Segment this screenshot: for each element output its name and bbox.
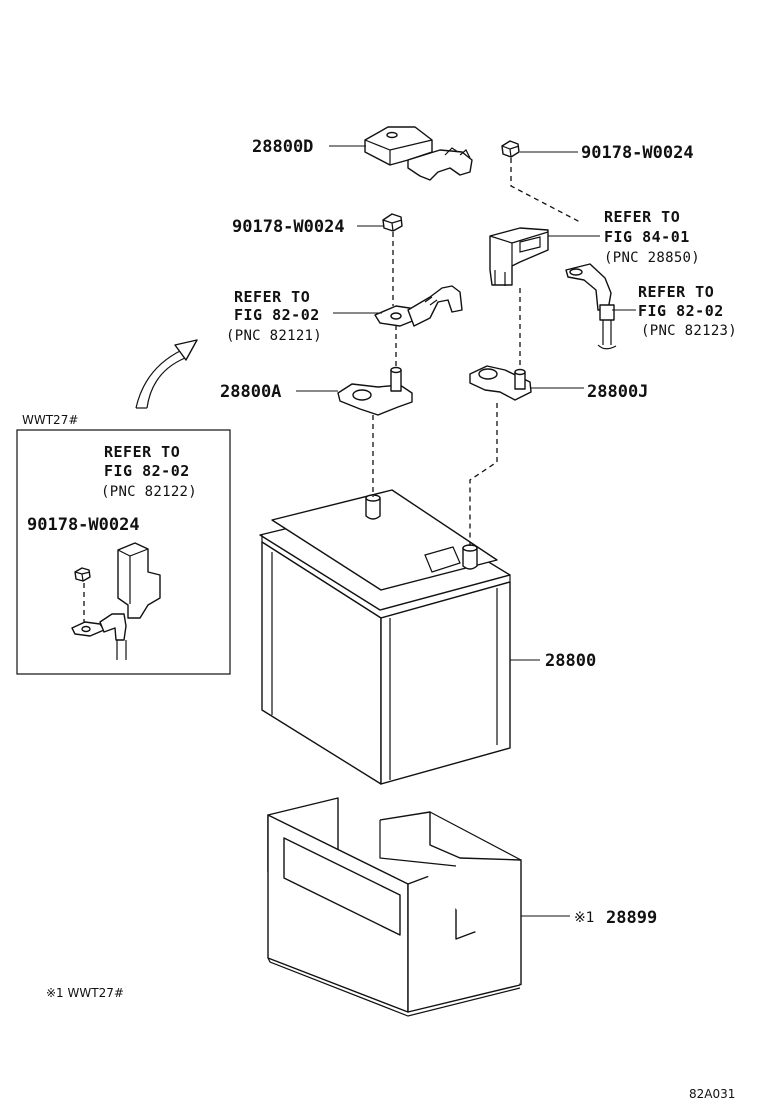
- label-nut-center: 90178-W0024: [232, 217, 345, 237]
- label-inset-refer-line1: REFER TO: [104, 443, 180, 461]
- label-refer-82-02-center-line2: FIG 82-02: [234, 306, 320, 324]
- footnote: ※1 WWT27#: [46, 986, 124, 1000]
- terminal-left[interactable]: [337, 366, 413, 416]
- label-hold-down-cover: 28800D: [252, 137, 313, 157]
- label-refer-82-02-center-line1: REFER TO: [234, 288, 310, 306]
- cable-terminal-right[interactable]: [565, 263, 617, 350]
- figure-code: 82A031: [689, 1087, 735, 1101]
- label-inset-title: WWT27#: [22, 413, 78, 427]
- battery-tray[interactable]: [267, 797, 522, 1017]
- cable-terminal-center[interactable]: [374, 285, 463, 327]
- label-refer-82-02-right-line1: REFER TO: [638, 283, 714, 301]
- label-terminal-left: 28800A: [220, 382, 281, 402]
- nut-top-right-icon[interactable]: [501, 140, 520, 158]
- label-terminal-right: 28800J: [587, 382, 648, 402]
- terminal-cover[interactable]: [489, 227, 549, 286]
- inset-cover[interactable]: [117, 542, 161, 619]
- assembly-lines: [372, 158, 581, 546]
- label-battery: 28800: [545, 651, 596, 671]
- label-tray-mark: ※1: [574, 910, 595, 926]
- label-refer-84-01-line1: REFER TO: [604, 208, 680, 226]
- label-refer-82-02-right-pnc: (PNC 82123): [641, 323, 737, 339]
- label-tray: 28899: [606, 908, 657, 928]
- battery[interactable]: [259, 489, 511, 785]
- curved-arrow-icon: [135, 339, 198, 409]
- label-refer-82-02-right-line2: FIG 82-02: [638, 302, 724, 320]
- label-inset-nut: 90178-W0024: [27, 515, 140, 535]
- label-refer-82-02-center-pnc: (PNC 82121): [226, 328, 322, 344]
- label-nut-top-right: 90178-W0024: [581, 143, 694, 163]
- label-inset-refer-line2: FIG 82-02: [104, 462, 190, 480]
- hold-down-cover[interactable]: [364, 126, 473, 181]
- inset-nut-icon[interactable]: [74, 567, 91, 582]
- inset-cable-terminal[interactable]: [71, 613, 127, 660]
- label-refer-84-01-line2: FIG 84-01: [604, 228, 690, 246]
- nut-center-icon[interactable]: [382, 213, 403, 232]
- label-inset-refer-pnc: (PNC 82122): [101, 484, 197, 500]
- inset-panel: [16, 429, 231, 675]
- terminal-right[interactable]: [469, 365, 532, 401]
- label-refer-84-01-pnc: (PNC 28850): [604, 250, 700, 266]
- leader-lines: [296, 145, 636, 917]
